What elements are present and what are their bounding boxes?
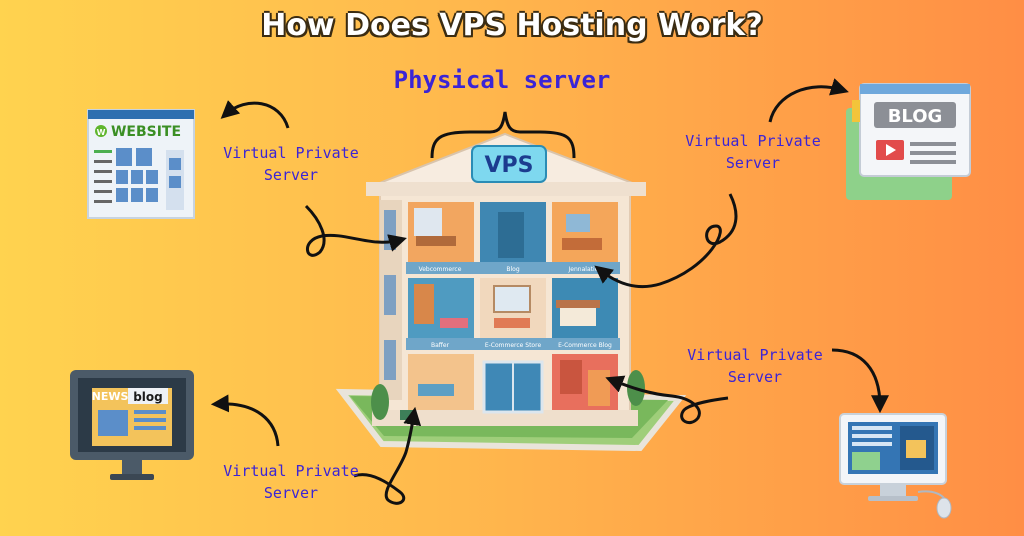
monitor-icon (839, 413, 952, 519)
svg-text:NEWS: NEWS (92, 390, 129, 403)
room-label: Blog (506, 266, 519, 273)
vps-sign (471, 145, 547, 183)
vps-label-top-left: Virtual Private Server (223, 144, 359, 184)
arrow-icon (594, 193, 738, 289)
page-title: How Does VPS Hosting Work? (261, 8, 763, 43)
room (408, 354, 474, 410)
arrow-icon (768, 78, 849, 123)
room-label: E-Commerce Store (485, 342, 542, 349)
room-label: Baffer (431, 342, 450, 349)
vps-label-bottom-right: Virtual Private Server (687, 346, 823, 386)
blog-icon: BLOG (846, 83, 971, 200)
room-label: E-Commerce Blog (558, 342, 612, 349)
room-label: Jennalaties (568, 266, 602, 273)
arrow-icon (831, 348, 889, 414)
svg-text:blog: blog (133, 390, 163, 404)
room-label: Vebcommerce (419, 266, 462, 273)
svg-text:WEBSITE: WEBSITE (111, 124, 181, 140)
arrow-icon (353, 406, 422, 505)
arrow-icon (220, 100, 290, 129)
arrow-icon (304, 204, 407, 257)
brace-icon (430, 111, 576, 159)
physical-server-label: Physical server (393, 66, 611, 94)
vps-label-bottom-left: Virtual Private Server (223, 462, 359, 502)
arrow-icon (210, 394, 280, 447)
plant-icon (371, 384, 389, 420)
arrow-icon (605, 375, 729, 424)
svg-text:W: W (97, 128, 106, 137)
news-blog-icon: NEWS blog (70, 370, 194, 480)
vps-sign-text: VPS (485, 153, 534, 178)
vps-label-top-right: Virtual Private Server (685, 132, 821, 172)
svg-text:BLOG: BLOG (888, 106, 943, 127)
website-icon: W WEBSITE (87, 109, 195, 219)
building-illustration: VPS Vebcommerce Blog Jennalaties (335, 132, 687, 452)
